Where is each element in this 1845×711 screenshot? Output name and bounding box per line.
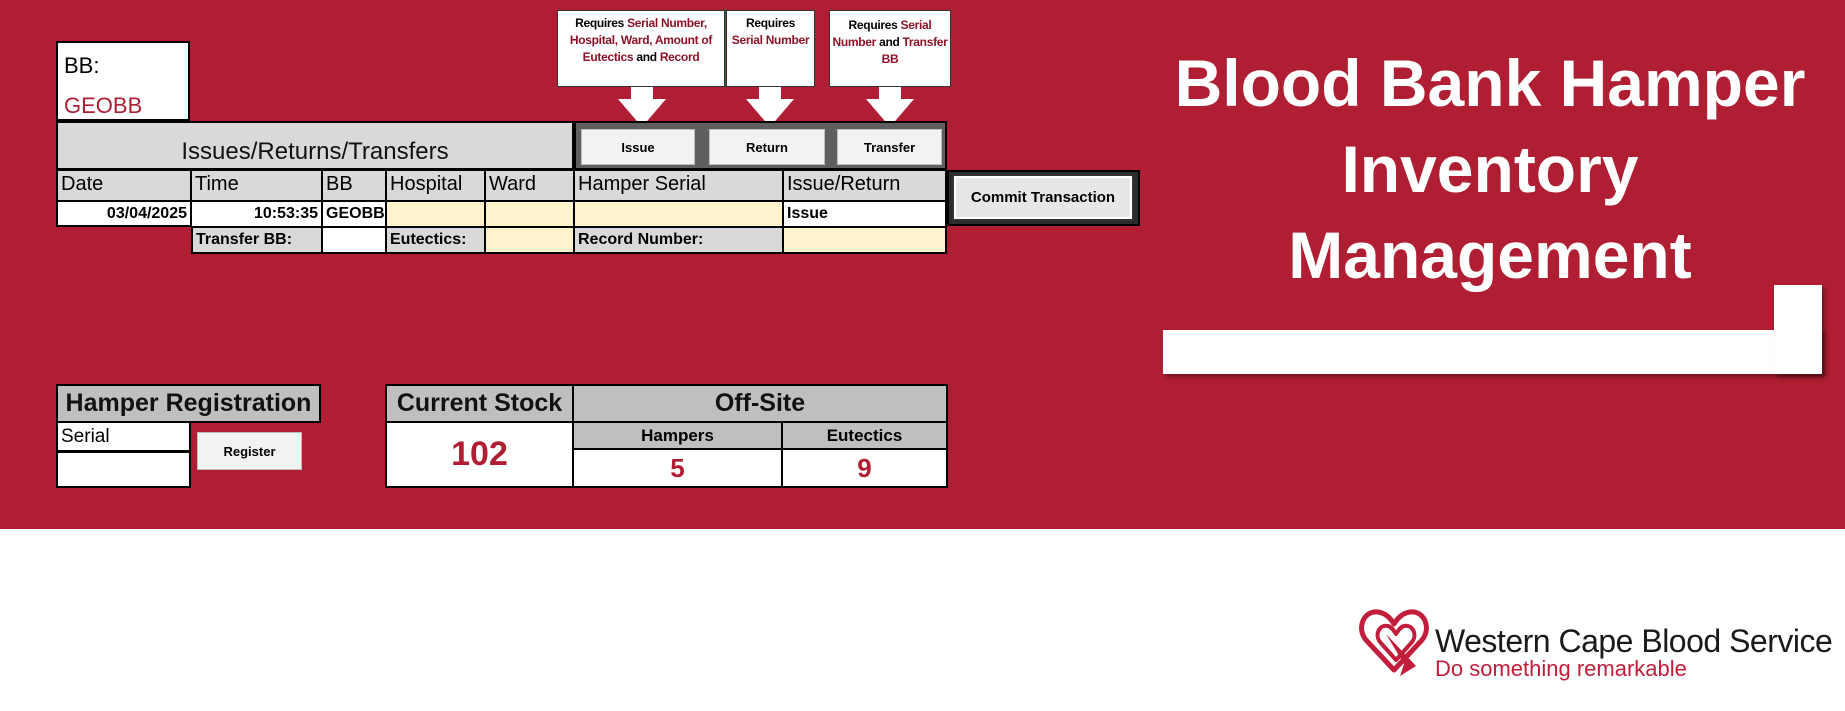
- transfer-callout: Requires Serial Number and Transfer BB: [829, 10, 951, 87]
- return-arrow-stem: [759, 87, 781, 100]
- record-number-input[interactable]: [783, 227, 947, 254]
- transfer-callout-text-2: Serial Number: [832, 18, 932, 49]
- header-date: Date: [56, 170, 191, 201]
- transactions-title: Issues/Returns/Transfers: [56, 121, 574, 170]
- issue-callout-text-2: Serial Number, Hospital, Ward, Amount of…: [569, 16, 713, 64]
- issue-callout-text-1: Requires: [575, 16, 628, 30]
- issue-callout: Requires Serial Number, Hospital, Ward, …: [557, 10, 725, 87]
- hospital-input[interactable]: [386, 201, 485, 227]
- transactions-title-text: Issues/Returns/Transfers: [181, 138, 449, 165]
- time-value: 10:53:35: [191, 201, 322, 227]
- hampers-value: 5: [572, 448, 783, 488]
- bb-value: GEOBB: [64, 93, 143, 118]
- issue-callout-text-4: Record: [659, 50, 700, 64]
- return-button[interactable]: Return: [709, 129, 825, 165]
- return-callout-text-2: Serial Number: [731, 33, 810, 47]
- bb-row-value: GEOBB: [322, 201, 386, 227]
- header-ward: Ward: [485, 170, 574, 201]
- hamper-serial-input[interactable]: [574, 201, 783, 227]
- transfer-callout-text-3: and: [876, 35, 903, 49]
- bb-box: BB: GEOBB: [56, 41, 190, 121]
- header-hamper-serial: Hamper Serial: [574, 170, 783, 201]
- transfer-callout-text-4: Transfer BB: [881, 35, 948, 66]
- transfer-bb-input[interactable]: [322, 227, 386, 254]
- issue-button[interactable]: Issue: [581, 129, 695, 165]
- date-value: 03/04/2025: [56, 201, 191, 227]
- logo-name: Western Cape Blood Service: [1435, 623, 1833, 659]
- bb-label: BB:: [64, 53, 100, 78]
- eutectics-offsite-value: 9: [781, 448, 948, 488]
- record-number-label: Record Number:: [574, 227, 783, 254]
- app-title: Blood Bank Hamper Inventory Management: [1174, 46, 1806, 292]
- return-callout: Requires Serial Number: [726, 10, 815, 87]
- issue-arrow-stem: [631, 87, 653, 100]
- offsite-title: Off-Site: [572, 384, 948, 423]
- header-issue-return: Issue/Return: [783, 170, 947, 201]
- heart-logo-icon: [1359, 609, 1429, 676]
- eutectics-offsite-label: Eutectics: [781, 421, 948, 450]
- current-stock-value: 102: [385, 421, 574, 488]
- hampers-label: Hampers: [572, 421, 783, 450]
- header-time: Time: [191, 170, 322, 201]
- hamper-registration-title: Hamper Registration: [56, 384, 321, 423]
- commit-transaction-button[interactable]: Commit Transaction: [952, 174, 1134, 221]
- issue-callout-text-3: and: [633, 50, 660, 64]
- transfer-arrow-stem: [879, 87, 901, 100]
- issue-return-value[interactable]: Issue: [783, 201, 947, 227]
- current-stock-title: Current Stock: [385, 384, 574, 423]
- transfer-callout-text-1: Requires: [848, 18, 901, 32]
- title-underline-bar: [1163, 330, 1822, 374]
- header-hospital: Hospital: [386, 170, 485, 201]
- title-corner-bar: [1774, 285, 1822, 374]
- register-button[interactable]: Register: [197, 432, 302, 470]
- serial-label: Serial: [56, 423, 191, 452]
- transfer-bb-label: Transfer BB:: [191, 227, 322, 254]
- ward-input[interactable]: [485, 201, 574, 227]
- header-bb: BB: [322, 170, 386, 201]
- transfer-button[interactable]: Transfer: [837, 129, 942, 165]
- eutectics-label: Eutectics:: [386, 227, 485, 254]
- serial-input[interactable]: [56, 452, 191, 488]
- eutectics-input[interactable]: [485, 227, 574, 254]
- return-callout-text-1: Requires: [746, 16, 795, 30]
- logo-tagline: Do something remarkable: [1435, 656, 1687, 681]
